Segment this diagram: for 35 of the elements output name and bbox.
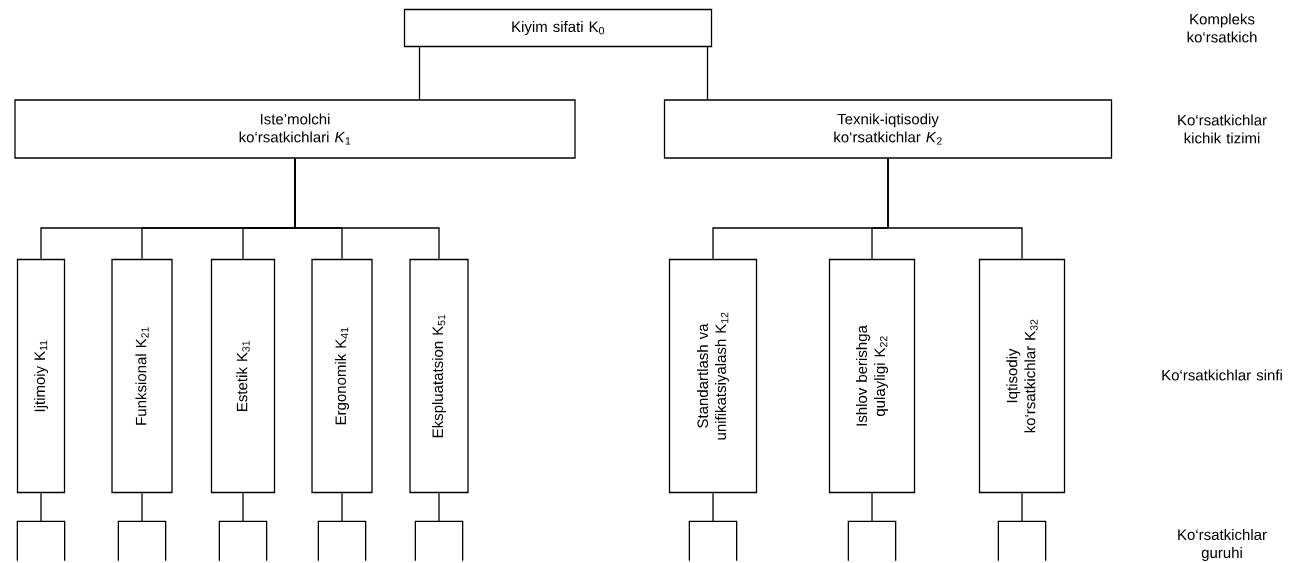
level-label: Ko‘rsatkichlar kichik tizimi bbox=[1178, 114, 1267, 144]
connector-line bbox=[712, 492, 714, 522]
connector-line bbox=[438, 492, 440, 522]
connector-line bbox=[341, 492, 343, 522]
vertical-box: Ishlov berishga qulayligi K$_{22}$ bbox=[828, 258, 916, 494]
open-bracket bbox=[847, 520, 897, 562]
connector-line bbox=[1021, 492, 1023, 522]
connector-line bbox=[141, 492, 143, 522]
process-box: Iste’molchi ko‘rsatkichlari K$_{1}$ bbox=[14, 99, 576, 159]
connector-line bbox=[294, 158, 440, 260]
level-label: Ko‘rsatkichlar sinfi bbox=[1162, 369, 1282, 381]
vertical-box: Funksional K$_{21}$ bbox=[111, 258, 173, 494]
connector-line bbox=[242, 492, 244, 522]
process-box: Kiyim sifati K$_{0}$ bbox=[403, 8, 713, 48]
connector-line bbox=[871, 492, 873, 522]
vertical-box: Ekspluatatsion K$_{51}$ bbox=[409, 258, 469, 494]
connector-line bbox=[887, 158, 1023, 260]
vertical-box: Standartlash va unifikatsiyalash K$_{12}$ bbox=[668, 258, 758, 494]
open-bracket bbox=[117, 520, 167, 562]
open-bracket bbox=[688, 520, 738, 562]
connector-line bbox=[418, 46, 421, 100]
vertical-box: Iqtisodiy ko‘rsatkichlar K$_{32}$ bbox=[978, 258, 1066, 494]
level-label: Kompleks ko‘rsatkich bbox=[1187, 13, 1257, 43]
open-bracket bbox=[414, 520, 464, 562]
process-box: Texnik-iqtisodiy ko‘rsatkichlar K$_{2}$ bbox=[663, 99, 1113, 159]
connector-line bbox=[40, 492, 42, 522]
vertical-box: Estetik K$_{31}$ bbox=[210, 258, 276, 494]
vertical-box: Ijtimoiy K$_{11}$ bbox=[16, 258, 66, 494]
vertical-box: Ergonomik K$_{41}$ bbox=[311, 258, 373, 494]
open-bracket bbox=[317, 520, 367, 562]
open-bracket bbox=[16, 520, 66, 562]
open-bracket bbox=[997, 520, 1047, 562]
open-bracket bbox=[218, 520, 268, 562]
connector-line bbox=[706, 46, 709, 100]
level-label: Ko‘rsatkichlar guruhi bbox=[1178, 529, 1267, 561]
